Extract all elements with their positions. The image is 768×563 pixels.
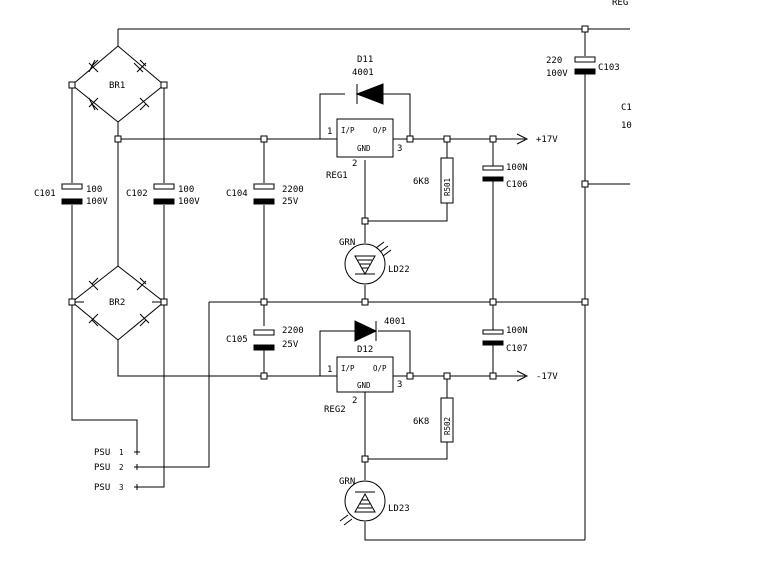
- svg-text:2: 2: [352, 159, 357, 169]
- svg-text:LD23: LD23: [388, 504, 410, 514]
- svg-text:2200: 2200: [282, 185, 304, 195]
- svg-text:C104: C104: [226, 189, 248, 199]
- svg-text:220: 220: [546, 56, 562, 66]
- svg-text:2: 2: [352, 396, 357, 406]
- svg-text:GRN: GRN: [339, 238, 355, 248]
- bridge-br1: BR1: [71, 45, 165, 123]
- capacitor-c105: C105 2200 25V: [226, 326, 304, 351]
- svg-text:C105: C105: [226, 335, 248, 345]
- psu-connector: PSU 1 PSU 2 PSU 3: [94, 448, 140, 493]
- svg-text:100V: 100V: [178, 197, 200, 207]
- svg-text:GND: GND: [357, 381, 371, 390]
- capacitor-c102: C102 100 100V: [126, 183, 200, 207]
- regulator-reg1: I/P O/P GND 1 3 2 REG1: [326, 118, 402, 181]
- wires: [71, 28, 630, 541]
- resistor-r502: R502 6K8: [413, 397, 454, 443]
- svg-text:6K8: 6K8: [413, 177, 429, 187]
- svg-text:C1: C1: [621, 103, 632, 113]
- svg-text:PSU: PSU: [94, 463, 110, 473]
- svg-text:100: 100: [86, 185, 102, 195]
- br2-label: BR2: [109, 298, 125, 308]
- svg-text:100V: 100V: [546, 69, 568, 79]
- svg-text:REG1: REG1: [326, 171, 348, 181]
- svg-text:25V: 25V: [282, 340, 299, 350]
- svg-text:4001: 4001: [352, 68, 374, 78]
- diode-d12: 4001 D12: [354, 317, 406, 355]
- junctions: [68, 25, 589, 463]
- led-ld22: GRN LD22: [339, 238, 410, 285]
- br1-label: BR1: [109, 81, 125, 91]
- svg-text:10: 10: [621, 121, 632, 131]
- svg-text:O/P: O/P: [373, 126, 387, 135]
- svg-text:D12: D12: [357, 345, 373, 355]
- capacitor-c107: 100N C107: [482, 326, 528, 354]
- svg-text:+17V: +17V: [536, 135, 558, 145]
- svg-text:REG: REG: [612, 0, 628, 8]
- svg-text:R502: R502: [443, 417, 452, 435]
- svg-text:R501: R501: [443, 178, 452, 196]
- svg-text:C107: C107: [506, 344, 528, 354]
- svg-text:PSU: PSU: [94, 448, 110, 458]
- svg-text:1: 1: [327, 127, 332, 137]
- svg-text:I/P: I/P: [341, 364, 355, 373]
- svg-text:100: 100: [178, 185, 194, 195]
- capacitor-c103: 220 100V C103: [546, 56, 620, 79]
- rail-positive: +17V: [516, 133, 558, 145]
- regulator-reg2: I/P O/P GND 1 3 2 REG2: [324, 356, 402, 415]
- svg-text:C103: C103: [598, 63, 620, 73]
- svg-text:-17V: -17V: [536, 372, 558, 382]
- bridge-br2: BR2: [71, 265, 165, 341]
- svg-text:GND: GND: [357, 144, 371, 153]
- diode-d11: D11 4001: [352, 55, 384, 105]
- svg-text:1: 1: [327, 365, 332, 375]
- svg-text:4001: 4001: [384, 317, 406, 327]
- svg-text:O/P: O/P: [373, 364, 387, 373]
- svg-text:100N: 100N: [506, 163, 528, 173]
- svg-text:GRN: GRN: [339, 477, 355, 487]
- svg-text:C101: C101: [34, 189, 56, 199]
- cutoff-labels: REG C1 10: [612, 0, 632, 131]
- capacitor-c104: C104 2200 25V: [226, 183, 304, 207]
- svg-text:25V: 25V: [282, 197, 299, 207]
- resistor-r501: R501 6K8: [413, 157, 454, 204]
- svg-text:LD22: LD22: [388, 265, 410, 275]
- svg-text:D11: D11: [357, 55, 373, 65]
- svg-text:100V: 100V: [86, 197, 108, 207]
- svg-text:I/P: I/P: [341, 126, 355, 135]
- svg-text:100N: 100N: [506, 326, 528, 336]
- led-ld23: GRN LD23: [339, 477, 410, 526]
- svg-text:6K8: 6K8: [413, 417, 429, 427]
- capacitor-c101: C101 100 100V: [34, 183, 108, 207]
- svg-text:PSU: PSU: [94, 483, 110, 493]
- svg-text:REG2: REG2: [324, 405, 346, 415]
- rail-negative: -17V: [516, 370, 558, 382]
- svg-text:2: 2: [119, 463, 124, 472]
- svg-text:1: 1: [119, 448, 124, 457]
- svg-text:3: 3: [119, 483, 124, 492]
- svg-text:3: 3: [397, 144, 402, 154]
- svg-text:2200: 2200: [282, 326, 304, 336]
- svg-text:C106: C106: [506, 180, 528, 190]
- svg-text:C102: C102: [126, 189, 148, 199]
- capacitor-c106: 100N C106: [482, 163, 528, 190]
- svg-text:3: 3: [397, 380, 402, 390]
